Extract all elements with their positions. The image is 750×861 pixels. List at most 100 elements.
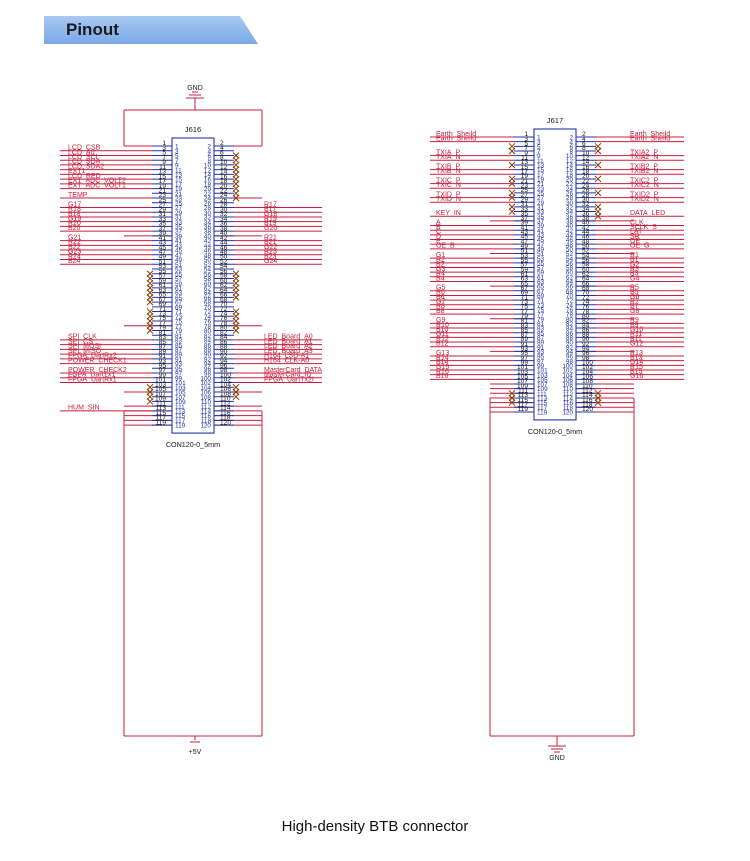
conn-j616-top-power-label: GND bbox=[187, 85, 203, 92]
conn-j616-pin-77-inner: 77 bbox=[175, 323, 183, 330]
conn-j617-label-76: B7 bbox=[630, 303, 639, 310]
conn-j617-pin-67-num: 67 bbox=[521, 285, 529, 292]
conn-j617-pin-50-num: 50 bbox=[582, 243, 590, 250]
conn-j616-pin-42-num: 42 bbox=[220, 235, 228, 242]
conn-j616-label-9: LCD_SDA bbox=[68, 159, 101, 166]
conn-j616-nc-16-b bbox=[232, 175, 240, 183]
conn-j616-label-89: SPI_MISO bbox=[68, 348, 102, 355]
conn-j616-pin-117-inner: 117 bbox=[175, 418, 186, 425]
conn-j617-pin-79-inner: 79 bbox=[537, 316, 545, 323]
conn-j616-pin-89-inner: 89 bbox=[175, 352, 183, 359]
conn-j617-pin-29-inner: 29 bbox=[537, 200, 545, 207]
conn-j617-nc-20-b bbox=[594, 175, 602, 183]
conn-j617-pin-103-num: 103 bbox=[517, 369, 528, 376]
conn-j616-pin-76-inner: 76 bbox=[204, 319, 212, 326]
conn-j616-pin-26-num: 26 bbox=[220, 197, 228, 204]
conn-j616-pin-9-num: 9 bbox=[162, 159, 166, 166]
conn-j616-pin-73-num: 73 bbox=[159, 310, 167, 317]
conn-j617-pin-59-num: 59 bbox=[521, 266, 529, 273]
conn-j616-pin-40-inner: 40 bbox=[204, 233, 212, 240]
conn-j617-pin-58-inner: 58 bbox=[566, 265, 574, 272]
conn-j616-pin-62-num: 62 bbox=[220, 282, 228, 289]
conn-j617-pin-88-inner: 88 bbox=[566, 335, 574, 342]
conn-j617-pin-74-num: 74 bbox=[582, 299, 590, 306]
conn-j617-pin-93-inner: 93 bbox=[537, 349, 545, 356]
conn-j617-label-67: G5 bbox=[436, 285, 445, 292]
conn-j616-pin-106-inner: 106 bbox=[200, 390, 211, 397]
conn-j617-pin-92-num: 92 bbox=[582, 341, 590, 348]
conn-j617-pin-18-inner: 18 bbox=[566, 172, 574, 179]
conn-j617-pin-40-num: 40 bbox=[582, 220, 590, 227]
conn-j616-nc-22-b bbox=[232, 189, 240, 197]
conn-j616-pin-68-num: 68 bbox=[220, 296, 228, 303]
conn-j616-pin-115-num: 115 bbox=[155, 410, 166, 417]
conn-j616-pin-57-inner: 57 bbox=[175, 276, 183, 283]
conn-j617-pin-39-num: 39 bbox=[521, 220, 529, 227]
conn-j617-pin-26-num: 26 bbox=[582, 187, 590, 194]
conn-j617-pin-103-inner: 103 bbox=[537, 372, 548, 379]
conn-j617-pin-120-inner: 120 bbox=[562, 410, 573, 417]
conn-j617-pin-50-inner: 50 bbox=[566, 246, 574, 253]
conn-j617-pin-120-num: 120 bbox=[582, 406, 593, 413]
conn-j616-pin-116-inner: 116 bbox=[201, 413, 212, 420]
conn-j617-pin-91-num: 91 bbox=[521, 341, 529, 348]
conn-j617-pin-118-num: 118 bbox=[582, 401, 593, 408]
conn-j616-bottom-power-label: +5V bbox=[189, 749, 202, 756]
conn-j616-pin-64-inner: 64 bbox=[204, 290, 212, 297]
conn-j616-pin-82-num: 82 bbox=[220, 329, 228, 336]
conn-j617-label-78: G8 bbox=[630, 308, 639, 315]
conn-j617-pin-57-num: 57 bbox=[521, 262, 529, 269]
conn-j617-pin-72-inner: 72 bbox=[566, 298, 574, 305]
conn-j617-pin-64-inner: 64 bbox=[566, 279, 574, 286]
conn-j617-label-64: G4 bbox=[630, 275, 639, 282]
conn-j617-pin-109-inner: 109 bbox=[537, 386, 548, 393]
conn-j617-pin-91-inner: 91 bbox=[537, 344, 545, 351]
conn-j616-nc-8-b bbox=[232, 156, 240, 164]
conn-j617-label-49: OE_B bbox=[436, 243, 455, 250]
conn-j616-pin-112-num: 112 bbox=[220, 400, 231, 407]
conn-j617-pin-11-inner: 11 bbox=[537, 158, 544, 165]
conn-j616-pin-19-num: 19 bbox=[159, 183, 167, 190]
conn-j616-pin-74-num: 74 bbox=[220, 310, 228, 317]
conn-j616-pin-57-num: 57 bbox=[159, 273, 167, 280]
conn-j616-pin-9-inner: 9 bbox=[175, 163, 179, 170]
conn-j616-nc-67-b bbox=[146, 298, 154, 306]
conn-j617-pin-119-num: 119 bbox=[517, 406, 528, 413]
conn-j617-pin-73-num: 73 bbox=[521, 299, 529, 306]
conn-j616-pin-35-num: 35 bbox=[159, 221, 167, 228]
conn-j617-pin-95-inner: 95 bbox=[537, 354, 545, 361]
conn-j617-label-22: TXIC2_P bbox=[630, 177, 659, 184]
conn-j617-pin-63-num: 63 bbox=[521, 276, 529, 283]
conn-j616-label-46: G22 bbox=[264, 244, 277, 251]
conn-j616-pin-38-inner: 38 bbox=[204, 229, 212, 236]
conn-j617-pin-78-num: 78 bbox=[582, 308, 590, 315]
conn-j617-pin-48-inner: 48 bbox=[566, 242, 574, 249]
conn-j617-pin-108-num: 108 bbox=[582, 378, 593, 385]
conn-j616-pin-117-num: 117 bbox=[155, 415, 166, 422]
conn-j617-label-77: B8 bbox=[436, 308, 445, 315]
conn-j617-pin-24-inner: 24 bbox=[566, 186, 574, 193]
conn-j617-pin-54-inner: 54 bbox=[566, 256, 574, 263]
conn-j617-label-42: SCLK_S bbox=[630, 224, 657, 231]
conn-j617-pin-31-inner: 31 bbox=[537, 205, 545, 212]
conn-j617-pin-29-num: 29 bbox=[521, 196, 529, 203]
conn-j617-pin-86-num: 86 bbox=[582, 327, 590, 334]
conn-j617-pin-15-inner: 15 bbox=[537, 167, 545, 174]
conn-j617-pin-3-num: 3 bbox=[524, 136, 528, 143]
conn-j616-pin-48-inner: 48 bbox=[204, 252, 212, 259]
conn-j616-pin-101-inner: 101 bbox=[175, 380, 186, 387]
conn-j617-pin-77-inner: 77 bbox=[537, 312, 545, 319]
conn-j616-pin-45-inner: 45 bbox=[175, 248, 183, 255]
conn-j616-nc-74-b bbox=[232, 312, 240, 320]
conn-j616-pin-59-num: 59 bbox=[159, 277, 167, 284]
conn-j616-pin-99-inner: 99 bbox=[175, 375, 183, 382]
conn-j616-label-50: B23 bbox=[264, 253, 277, 260]
conn-j617-pin-116-inner: 116 bbox=[563, 400, 574, 407]
conn-j617-label-91: B12 bbox=[436, 341, 449, 348]
conn-j616-pin-11-num: 11 bbox=[159, 164, 166, 171]
conn-j616-pin-119-num: 119 bbox=[155, 419, 166, 426]
conn-j616-pin-62-inner: 62 bbox=[204, 286, 212, 293]
conn-j616-nc-60-b bbox=[232, 279, 240, 287]
conn-j617-pin-69-num: 69 bbox=[521, 290, 529, 297]
conn-j617-pin-52-num: 52 bbox=[582, 248, 590, 255]
